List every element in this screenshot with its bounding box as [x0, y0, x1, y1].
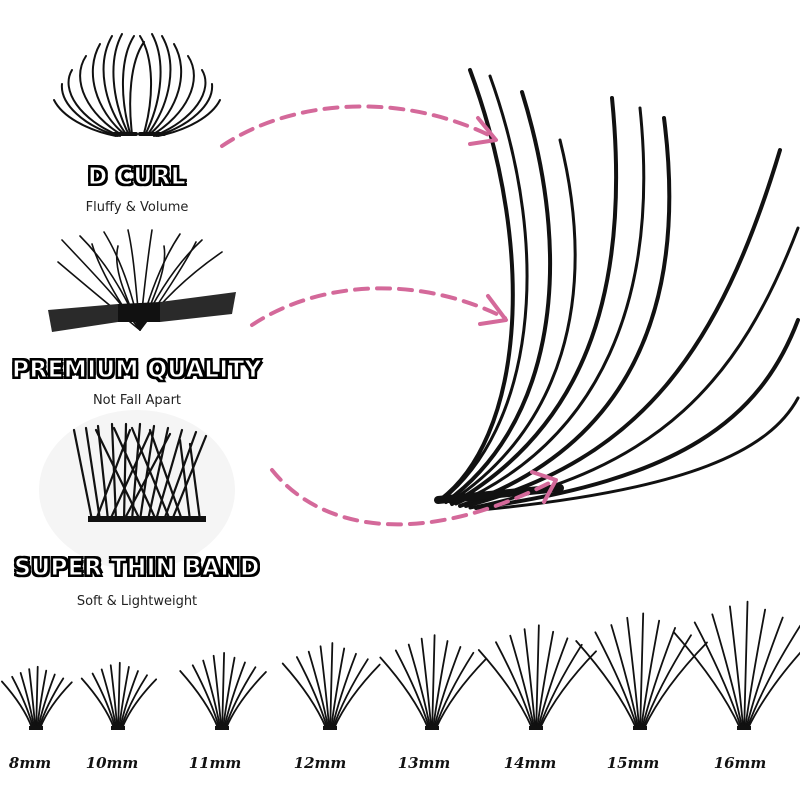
- arrowhead-3: [530, 470, 558, 504]
- length-label-15mm: 15mm: [606, 754, 660, 772]
- length-label-12mm: 12mm: [293, 754, 347, 772]
- lash-cluster-14mm: [477, 624, 597, 730]
- arrowhead-2: [478, 294, 508, 326]
- arrowhead-1: [468, 116, 498, 146]
- thin-band-closeup-image: [39, 410, 235, 570]
- arrows-layer: [220, 104, 557, 527]
- hero-lash-cluster-image: [434, 68, 800, 512]
- arrow-to-hero-3: [270, 468, 557, 527]
- length-label-8mm: 8mm: [8, 754, 52, 772]
- length-label-16mm: 16mm: [713, 754, 767, 772]
- feature-title-premium-quality: PREMIUM QUALITY: [12, 357, 262, 384]
- feature-subtitle-d-curl: Fluffy & Volume: [85, 200, 189, 215]
- lash-cluster-10mm: [80, 661, 158, 730]
- tweezers-lash-image: [48, 229, 236, 332]
- lash-cluster-8mm: [0, 665, 73, 730]
- arrow-to-hero-1: [220, 104, 497, 148]
- arrow-to-hero-2: [250, 286, 507, 327]
- length-label-13mm: 13mm: [397, 754, 451, 772]
- feature-subtitle-premium-quality: Not Fall Apart: [92, 393, 182, 408]
- d-curl-lash-image: [53, 33, 221, 137]
- length-label-14mm: 14mm: [503, 754, 557, 772]
- lash-cluster-16mm: [672, 600, 800, 730]
- length-label-11mm: 11mm: [188, 754, 242, 772]
- lash-cluster-12mm: [281, 642, 381, 730]
- lash-cluster-15mm: [575, 612, 708, 730]
- feature-title-d-curl: D CURL: [87, 164, 187, 191]
- feature-title-super-thin-band: SUPER THIN BAND: [14, 555, 260, 582]
- length-clusters: [0, 600, 800, 730]
- length-label-10mm: 10mm: [85, 754, 139, 772]
- lash-cluster-13mm: [379, 634, 488, 730]
- lash-cluster-11mm: [179, 652, 267, 730]
- feature-subtitle-super-thin-band: Soft & Lightweight: [76, 594, 198, 609]
